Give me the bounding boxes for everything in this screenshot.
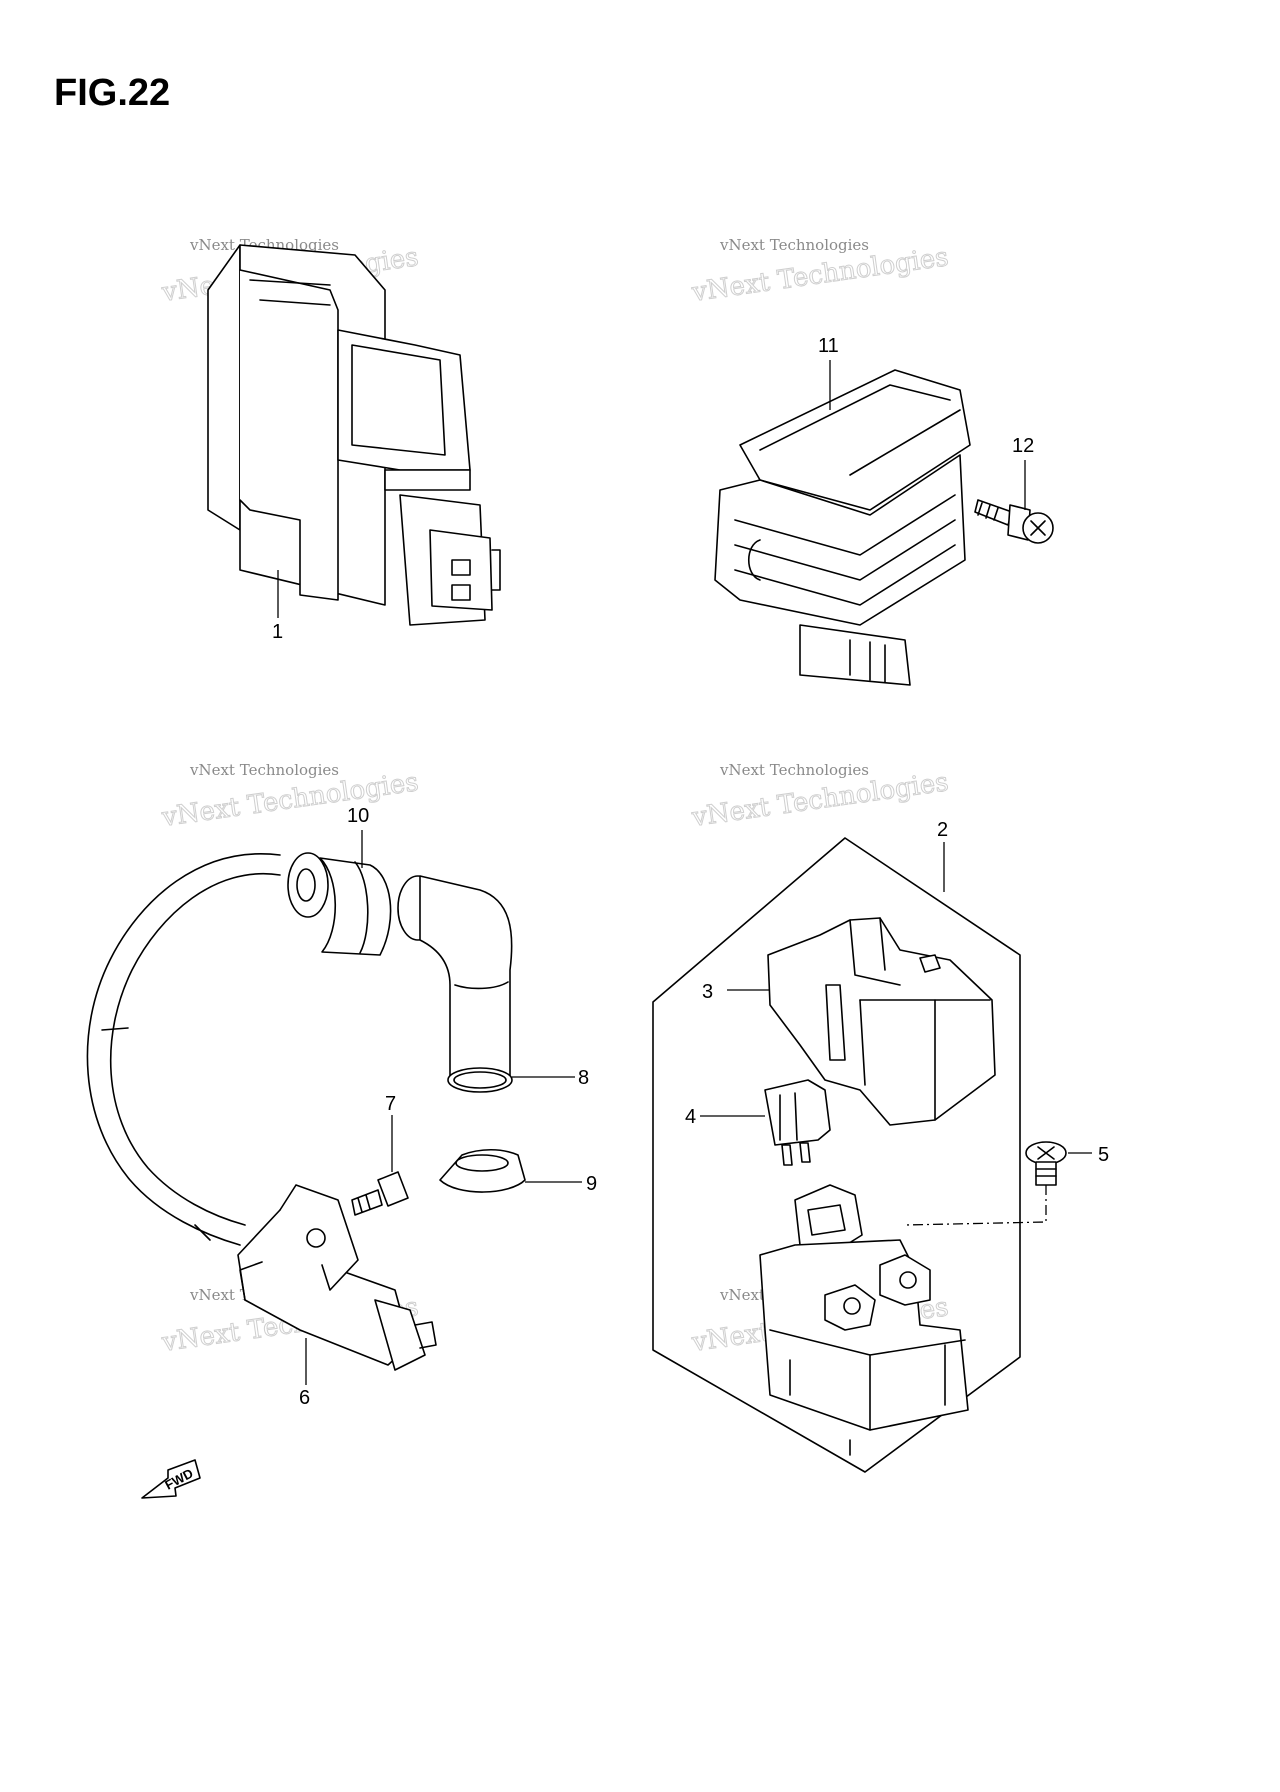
watermark: vNext Technologies vNext Technologies [159, 761, 421, 834]
figure-title: FIG.22 [54, 72, 171, 114]
seal-ring-9-drawing[interactable] [439, 1148, 526, 1193]
fuse-4-drawing[interactable] [764, 1079, 831, 1166]
part-number-2: 2 [937, 819, 948, 841]
ignition-cable-drawing[interactable] [86, 853, 281, 1246]
part-number-3: 3 [702, 981, 713, 1003]
screw-5-drawing[interactable] [1025, 1141, 1067, 1186]
cdi-unit-drawing[interactable] [207, 244, 501, 626]
part-number-4: 4 [685, 1106, 696, 1128]
part-number-10: 10 [347, 805, 369, 827]
watermark: vNext Technologies vNext Technologies [689, 761, 951, 834]
part-number-7: 7 [385, 1093, 396, 1115]
starter-relay-body-drawing[interactable] [759, 1184, 969, 1456]
watermark-small: vNext Technologies [719, 761, 869, 779]
spark-plug-cap-8-drawing[interactable] [397, 875, 513, 1093]
watermark-small: vNext Technologies [189, 761, 339, 779]
part-number-9: 9 [586, 1173, 597, 1195]
part-number-12: 12 [1012, 435, 1034, 457]
regulator-rectifier-drawing[interactable] [714, 369, 971, 686]
rubber-grommet-10-drawing[interactable] [287, 852, 392, 956]
part-number-8: 8 [578, 1067, 589, 1089]
bolt-7-drawing[interactable] [351, 1171, 409, 1216]
ignition-coil-6-drawing[interactable] [237, 1184, 437, 1371]
part-number-6: 6 [299, 1387, 310, 1409]
bolt-12-drawing[interactable] [974, 499, 1054, 544]
part-number-5: 5 [1098, 1144, 1109, 1166]
part-number-1: 1 [272, 621, 283, 643]
forward-direction-arrow: FWD [141, 1459, 201, 1499]
starter-relay-frame [652, 837, 1021, 1473]
watermark: vNext Technologies vNext Technologies [689, 236, 951, 309]
watermark-small: vNext Technologies [719, 236, 869, 254]
watermark-small: vNext Technologies [189, 236, 339, 254]
relay-cover-3-drawing[interactable] [767, 917, 996, 1126]
part-number-11: 11 [818, 335, 839, 357]
